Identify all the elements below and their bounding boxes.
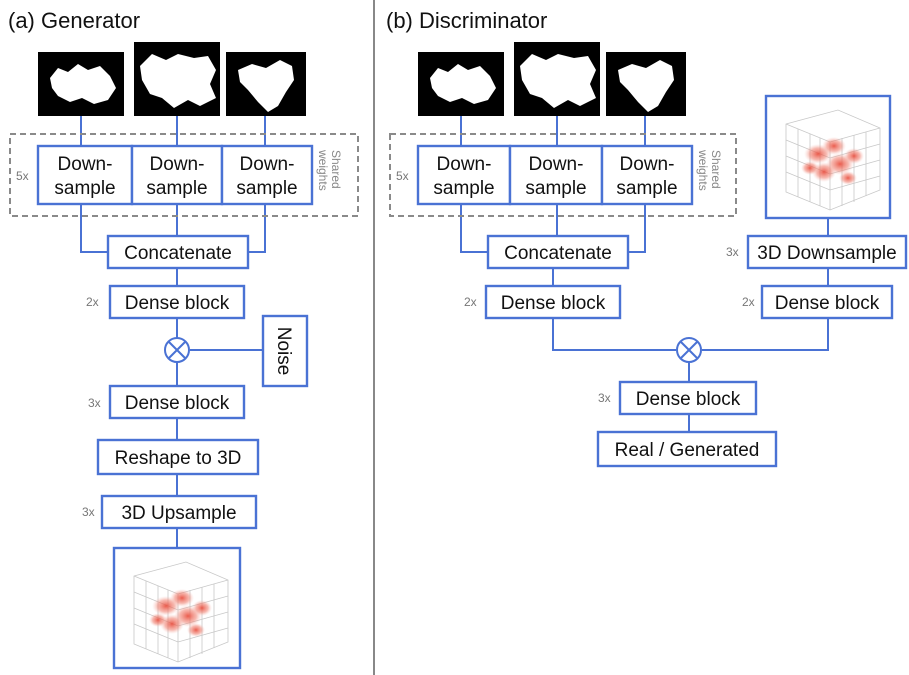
generator-shared-weights-group bbox=[9, 133, 359, 217]
generator-reshape-block: Reshape to 3D bbox=[96, 438, 260, 476]
generator-downsample-mult: 5x bbox=[16, 169, 29, 183]
discriminator-dense-block-right: Dense block bbox=[760, 284, 894, 320]
generator-upsample-mult: 3x bbox=[82, 505, 95, 519]
disc-input-image-3 bbox=[606, 52, 686, 116]
discriminator-dense-block-merge: Dense block bbox=[618, 380, 758, 416]
output-label: Real / Generated bbox=[615, 440, 760, 461]
concatenate-label: Concatenate bbox=[124, 243, 232, 264]
discriminator-downsample-block-1: Down- sample bbox=[416, 144, 512, 206]
dense-block-label: Dense block bbox=[636, 389, 741, 410]
dense-block-label: Dense block bbox=[501, 293, 606, 314]
discriminator-downsample-mult: 5x bbox=[396, 169, 409, 183]
generator-upsample-block: 3D Upsample bbox=[100, 494, 258, 530]
generator-combine-operator bbox=[164, 337, 190, 363]
generator-concatenate-block: Concatenate bbox=[106, 234, 250, 270]
downsample-label-line-2: sample bbox=[236, 178, 297, 199]
discriminator-connectors bbox=[460, 116, 829, 432]
discriminator-downsample3d-mult: 3x bbox=[726, 245, 739, 259]
generator-title: (a) Generator bbox=[8, 8, 140, 33]
downsample-label-line-1: Down- bbox=[240, 154, 295, 175]
downsample-label-line-2: sample bbox=[616, 178, 677, 199]
concatenate-label: Concatenate bbox=[504, 243, 612, 264]
generator-noise-block: Noise bbox=[261, 314, 309, 388]
generator-downsample-block-2: Down- sample bbox=[130, 144, 224, 206]
discriminator-dense-left-mult: 2x bbox=[464, 295, 477, 309]
discriminator-shared-weights-label: Shared weights bbox=[696, 149, 723, 192]
discriminator-dense-merge-mult: 3x bbox=[598, 391, 611, 405]
noise-label: Noise bbox=[273, 327, 294, 376]
input-image-1 bbox=[38, 52, 124, 116]
discriminator-shared-line-1: Shared bbox=[709, 150, 723, 189]
discriminator-concatenate-block: Concatenate bbox=[486, 234, 630, 270]
generator-dense1-mult: 2x bbox=[86, 295, 99, 309]
discriminator-shared-line-2: weights bbox=[696, 149, 710, 191]
downsample-label-line-1: Down- bbox=[58, 154, 113, 175]
generator-dense-block-1: Dense block bbox=[108, 284, 246, 320]
upsample-label: 3D Upsample bbox=[121, 503, 236, 524]
discriminator-combine-operator bbox=[676, 337, 702, 363]
generator-output-volume bbox=[112, 546, 242, 670]
disc-input-image-1 bbox=[418, 52, 504, 116]
discriminator-downsample-block-3: Down- sample bbox=[600, 144, 694, 206]
generator-connectors bbox=[80, 116, 266, 548]
generator-dense2-mult: 3x bbox=[88, 396, 101, 410]
discriminator-title: (b) Discriminator bbox=[386, 8, 547, 33]
downsample3d-label: 3D Downsample bbox=[757, 243, 896, 264]
discriminator-downsample3d-block: 3D Downsample bbox=[746, 234, 908, 270]
downsample-label-line-2: sample bbox=[146, 178, 207, 199]
downsample-label-line-1: Down- bbox=[620, 154, 675, 175]
generator-shared-line-2: weights bbox=[316, 149, 330, 191]
discriminator-dense-right-mult: 2x bbox=[742, 295, 755, 309]
dense-block-label: Dense block bbox=[125, 393, 230, 414]
downsample-label-line-2: sample bbox=[433, 178, 494, 199]
downsample-label-line-1: Down- bbox=[529, 154, 584, 175]
discriminator-shared-weights-group bbox=[389, 133, 737, 217]
reshape-label: Reshape to 3D bbox=[115, 448, 242, 469]
generator-downsample-block-3: Down- sample bbox=[220, 144, 314, 206]
generator-downsample-block-1: Down- sample bbox=[36, 144, 134, 206]
input-image-2 bbox=[134, 42, 220, 116]
downsample-label-line-1: Down- bbox=[150, 154, 205, 175]
downsample-label-line-1: Down- bbox=[437, 154, 492, 175]
generator-panel: (a) Generator bbox=[8, 8, 359, 670]
discriminator-downsample-block-2: Down- sample bbox=[508, 144, 604, 206]
dense-block-label: Dense block bbox=[125, 293, 230, 314]
downsample-label-line-2: sample bbox=[525, 178, 586, 199]
discriminator-dense-block-left: Dense block bbox=[484, 284, 622, 320]
generator-shared-line-1: Shared bbox=[329, 150, 343, 189]
discriminator-panel: (b) Discriminator bbox=[386, 8, 908, 468]
dense-block-label: Dense block bbox=[775, 293, 880, 314]
downsample-label-line-2: sample bbox=[54, 178, 115, 199]
generator-dense-block-2: Dense block bbox=[108, 384, 246, 420]
discriminator-real-volume bbox=[764, 94, 892, 220]
input-image-3 bbox=[226, 52, 306, 116]
discriminator-output-block: Real / Generated bbox=[596, 430, 778, 468]
disc-input-image-2 bbox=[514, 42, 600, 116]
generator-shared-weights-label: Shared weights bbox=[316, 149, 343, 192]
